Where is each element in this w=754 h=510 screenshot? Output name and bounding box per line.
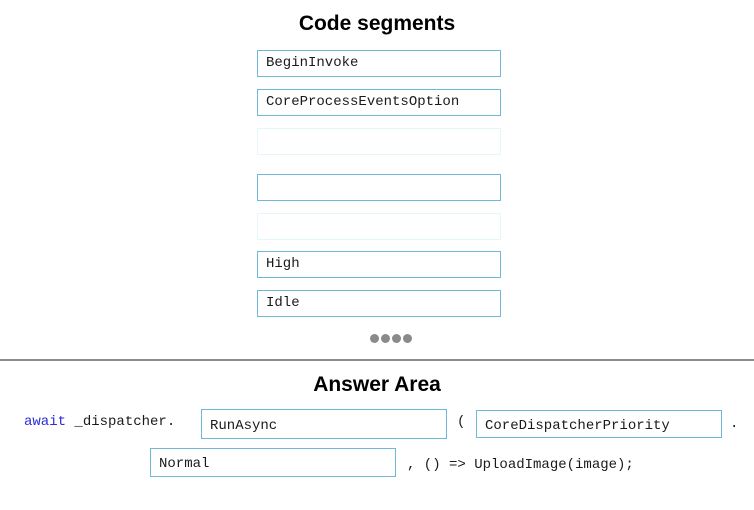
code-segment-high[interactable]: High	[257, 251, 501, 278]
code-segment-empty-slot	[257, 174, 501, 201]
open-paren-text: (	[457, 414, 466, 430]
pagination-dot[interactable]	[370, 334, 379, 343]
answer-slot-method[interactable]: RunAsync	[201, 409, 447, 439]
await-keyword: await	[24, 414, 67, 430]
section-divider	[0, 359, 754, 361]
answer-slot-priority-value[interactable]: Normal	[150, 448, 396, 477]
answer-slot-priority-enum[interactable]: CoreDispatcherPriority	[476, 410, 722, 438]
answer-area-title: Answer Area	[313, 373, 441, 396]
code-segment-begininvoke[interactable]: BeginInvoke	[257, 50, 501, 77]
code-segment-coreprocesseventsoption[interactable]: CoreProcessEventsOption	[257, 89, 501, 116]
code-segment-empty-slot	[257, 213, 501, 240]
pagination-dot[interactable]	[403, 334, 412, 343]
code-line-prefix: await _dispatcher.	[24, 414, 175, 430]
code-line-tail: , () => UploadImage(image);	[407, 457, 634, 473]
pagination-dot[interactable]	[392, 334, 401, 343]
dot-operator-text: .	[730, 416, 739, 432]
code-segment-idle[interactable]: Idle	[257, 290, 501, 317]
code-segments-title: Code segments	[298, 12, 456, 35]
dispatcher-text: _dispatcher.	[66, 414, 176, 430]
code-segment-empty-slot	[257, 128, 501, 155]
pagination-dot[interactable]	[381, 334, 390, 343]
pagination-dots	[370, 334, 412, 343]
